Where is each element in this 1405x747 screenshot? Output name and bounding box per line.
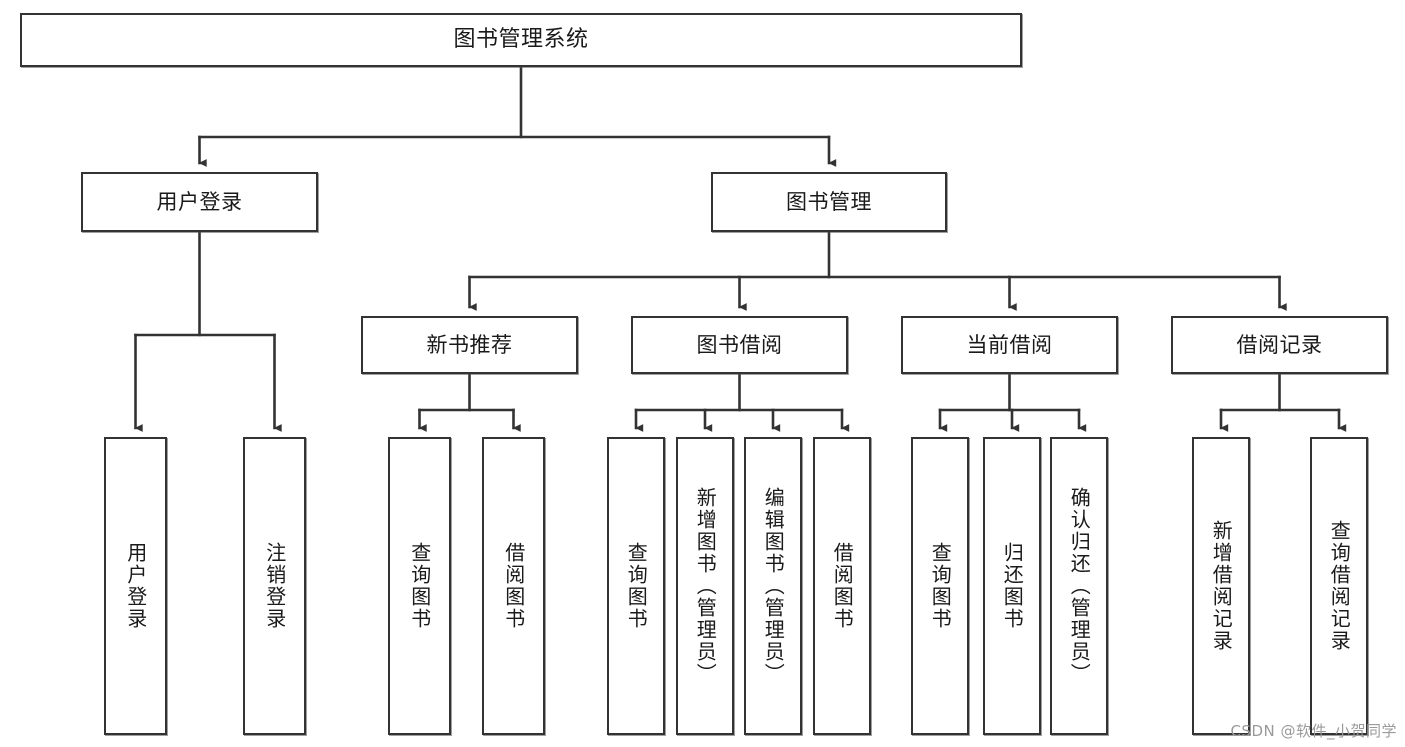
node-root[interactable]: 图书管理系统 (20, 13, 1022, 67)
node-label: 借阅图书 (830, 542, 855, 630)
node-leaf-rec-search[interactable]: 查询借阅记录 (1310, 437, 1368, 735)
node-label: 新增借阅记录 (1209, 520, 1234, 652)
node-user-login[interactable]: 用户登录 (81, 172, 318, 232)
watermark-text: CSDN @软件_小贺同学 (1230, 722, 1397, 740)
node-label: 图书借阅 (696, 332, 783, 357)
node-label: 确认归还（管理员） (1067, 487, 1092, 685)
node-label: 新增图书（管理员） (693, 487, 718, 685)
node-leaf-cur-return[interactable]: 归还图书 (983, 437, 1041, 735)
node-leaf-bor-lend[interactable]: 借阅图书 (813, 437, 871, 735)
node-label: 查询图书 (624, 542, 649, 630)
node-leaf-bor-query[interactable]: 查询图书 (607, 437, 665, 735)
node-leaf-cur-query[interactable]: 查询图书 (911, 437, 969, 735)
node-label: 查询图书 (928, 542, 953, 630)
node-label: 图书管理系统 (453, 27, 589, 53)
node-leaf-rec-borrow[interactable]: 借阅图书 (482, 437, 545, 735)
node-label: 归还图书 (1000, 542, 1025, 630)
node-label: 新书推荐 (426, 332, 513, 357)
node-label: 借阅图书 (501, 542, 526, 630)
node-label: 编辑图书（管理员） (761, 487, 786, 685)
node-leaf-bor-edit[interactable]: 编辑图书（管理员） (744, 437, 802, 735)
node-leaf-user-logout[interactable]: 注销登录 (243, 437, 306, 735)
node-label: 查询借阅记录 (1327, 520, 1352, 652)
node-leaf-rec-add[interactable]: 新增借阅记录 (1192, 437, 1250, 735)
node-book-manage[interactable]: 图书管理 (711, 172, 947, 232)
node-current-borrow[interactable]: 当前借阅 (901, 316, 1118, 374)
node-label: 查询图书 (407, 542, 432, 630)
node-new-book-rec[interactable]: 新书推荐 (361, 316, 578, 374)
node-label: 注销登录 (262, 542, 287, 630)
node-leaf-cur-confirm[interactable]: 确认归还（管理员） (1050, 437, 1108, 735)
node-borrow-record[interactable]: 借阅记录 (1171, 316, 1388, 374)
node-label: 借阅记录 (1236, 332, 1323, 357)
node-label: 用户登录 (156, 189, 243, 214)
node-label: 图书管理 (786, 189, 872, 214)
node-leaf-user-login[interactable]: 用户登录 (104, 437, 167, 735)
node-leaf-bor-add[interactable]: 新增图书（管理员） (676, 437, 734, 735)
node-label: 用户登录 (123, 542, 148, 630)
node-book-borrow[interactable]: 图书借阅 (631, 316, 848, 374)
node-leaf-rec-query[interactable]: 查询图书 (388, 437, 451, 735)
node-label: 当前借阅 (966, 332, 1053, 357)
